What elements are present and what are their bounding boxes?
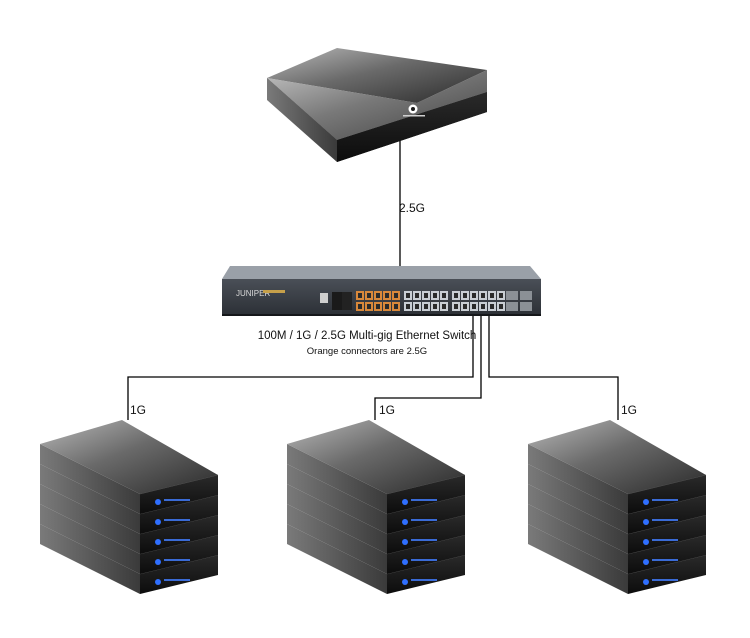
stack-unit [287, 420, 466, 514]
stack-unit [528, 464, 707, 534]
status-led-icon [155, 539, 161, 545]
router-logo-icon [403, 104, 425, 117]
sfp-port [506, 291, 518, 300]
router-device [267, 48, 487, 162]
uplink-speed-label: 2.5G [399, 201, 426, 215]
status-led-icon [402, 579, 408, 585]
status-led-icon [643, 499, 649, 505]
port-group-2 [404, 291, 448, 311]
status-led-icon [402, 539, 408, 545]
link-line-3 [488, 313, 619, 420]
status-led-icon [643, 539, 649, 545]
status-led-icon [402, 559, 408, 565]
device-stack-1 [40, 420, 219, 594]
stack-unit [528, 484, 707, 554]
status-led-icon [402, 499, 408, 505]
sfp-port [520, 302, 532, 311]
status-led-icon [643, 579, 649, 585]
switch-title: 100M / 1G / 2.5G Multi-gig Ethernet Swit… [257, 330, 477, 342]
switch-stacks [40, 420, 707, 594]
ethernet-switch: JUNIPER [222, 266, 541, 316]
port-group-3 [452, 291, 505, 311]
status-led-icon [155, 579, 161, 585]
switch-subtitle: Orange connectors are 2.5G [306, 346, 428, 357]
link-line-2 [374, 313, 482, 420]
stack-unit [40, 484, 219, 554]
link-speed-label-3: 1G [621, 403, 638, 417]
link-speed-label-1: 1G [130, 403, 147, 417]
sfp-port [520, 291, 532, 300]
device-stack-2 [287, 420, 466, 594]
sfp-port [506, 302, 518, 311]
status-led-icon [155, 559, 161, 565]
status-led-icon [643, 519, 649, 525]
stack-unit [528, 420, 707, 514]
status-led-icon [643, 559, 649, 565]
status-led-icon [155, 519, 161, 525]
link-speed-label-2: 1G [379, 403, 396, 417]
switch-brand-logo: JUNIPER [236, 289, 270, 298]
orange-port-group [356, 291, 400, 311]
status-led-icon [402, 519, 408, 525]
device-stack-3 [528, 420, 707, 594]
sfp-port-group [506, 291, 532, 311]
status-led-icon [155, 499, 161, 505]
stack-unit [40, 420, 219, 514]
link-line-1 [127, 313, 474, 420]
